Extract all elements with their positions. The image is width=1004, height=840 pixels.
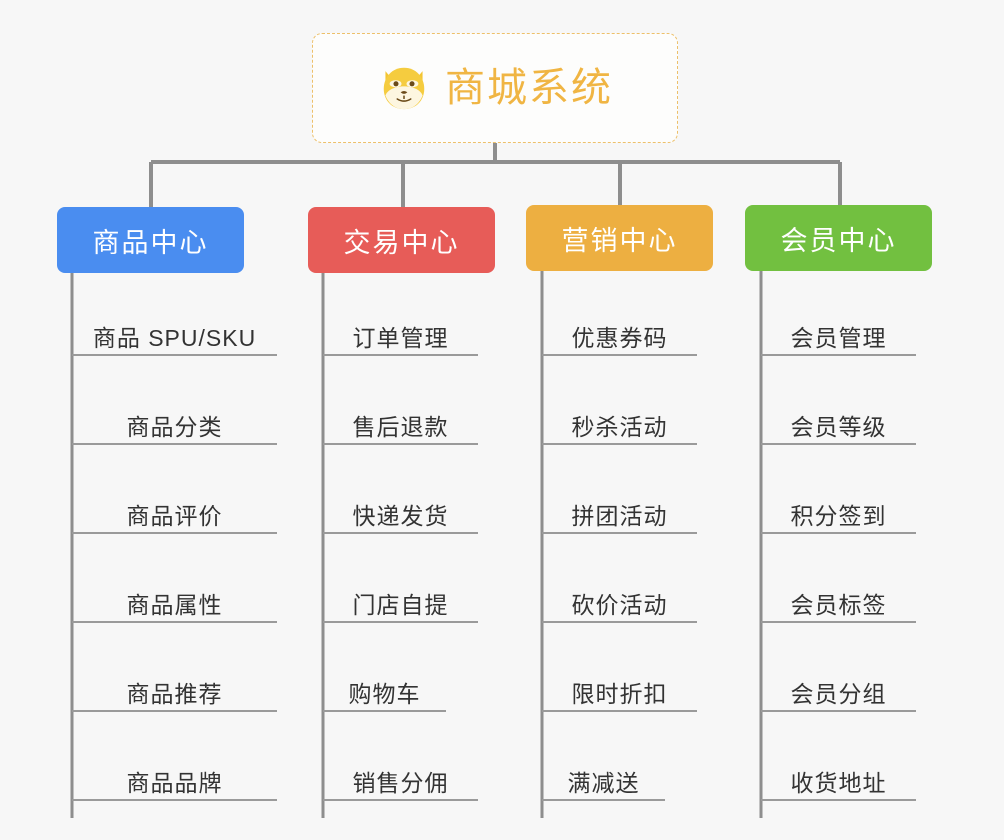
- leaf-item-label: 会员标签: [790, 591, 887, 618]
- leaf-item-label: 商品属性: [126, 591, 223, 618]
- leaf-item-label: 拼团活动: [571, 502, 668, 529]
- leaf-item[interactable]: 门店自提: [323, 583, 478, 623]
- branch-header-1[interactable]: 交易中心: [308, 207, 495, 273]
- branch-header-3[interactable]: 会员中心: [745, 205, 932, 271]
- leaf-item[interactable]: 购物车: [323, 672, 446, 712]
- root-title: 商城系统: [445, 66, 613, 110]
- leaf-item[interactable]: 会员管理: [761, 316, 916, 356]
- leaf-item-label: 购物车: [348, 680, 421, 707]
- leaf-item[interactable]: 会员等级: [761, 405, 916, 445]
- leaf-item[interactable]: 商品属性: [72, 583, 277, 623]
- branch-header-label: 交易中心: [343, 227, 460, 258]
- leaf-item[interactable]: 限时折扣: [542, 672, 697, 712]
- leaf-item-label: 砍价活动: [571, 591, 668, 618]
- leaf-item[interactable]: 售后退款: [323, 405, 478, 445]
- leaf-item[interactable]: 商品 SPU/SKU: [72, 316, 277, 356]
- branch-header-label: 会员中心: [780, 225, 897, 256]
- leaf-item-label: 满减送: [567, 769, 640, 796]
- branch-header-label: 营销中心: [561, 225, 678, 256]
- leaf-item-label: 限时折扣: [571, 680, 668, 707]
- leaf-item-label: 销售分佣: [352, 769, 449, 796]
- leaf-item[interactable]: 积分签到: [761, 494, 916, 534]
- leaf-item-label: 秒杀活动: [571, 413, 668, 440]
- leaf-item[interactable]: 会员分组: [761, 672, 916, 712]
- leaf-item-label: 积分签到: [790, 502, 887, 529]
- leaf-item-label: 会员等级: [790, 413, 887, 440]
- leaf-item[interactable]: 商品分类: [72, 405, 277, 445]
- branch-header-label: 商品中心: [92, 227, 209, 258]
- shiba-dog-face-icon: [383, 67, 425, 110]
- leaf-item[interactable]: 秒杀活动: [542, 405, 697, 445]
- leaf-item-label: 快递发货: [352, 502, 449, 529]
- branch-header-2[interactable]: 营销中心: [526, 205, 713, 271]
- branch-header-0[interactable]: 商品中心: [57, 207, 244, 273]
- leaf-item[interactable]: 会员标签: [761, 583, 916, 623]
- leaf-item[interactable]: 收货地址: [761, 761, 916, 801]
- leaf-item[interactable]: 商品评价: [72, 494, 277, 534]
- leaf-item-label: 会员分组: [790, 680, 887, 707]
- leaf-item-label: 收货地址: [790, 769, 887, 796]
- leaf-item[interactable]: 优惠券码: [542, 316, 697, 356]
- leaf-item-label: 商品分类: [126, 413, 223, 440]
- leaf-item-label: 门店自提: [352, 591, 449, 618]
- leaf-item-label: 订单管理: [352, 324, 449, 351]
- leaf-item-label: 商品品牌: [126, 769, 223, 796]
- root-node[interactable]: 商城系统: [312, 33, 678, 143]
- leaf-item-label: 商品推荐: [126, 680, 223, 707]
- leaf-item[interactable]: 满减送: [542, 761, 665, 801]
- leaf-item[interactable]: 销售分佣: [323, 761, 478, 801]
- leaf-item-label: 商品评价: [126, 502, 223, 529]
- leaf-item-label: 会员管理: [790, 324, 887, 351]
- leaf-item[interactable]: 砍价活动: [542, 583, 697, 623]
- leaf-item[interactable]: 商品品牌: [72, 761, 277, 801]
- leaf-item-label: 商品 SPU/SKU: [92, 324, 257, 351]
- leaf-item-label: 优惠券码: [571, 324, 668, 351]
- leaf-item[interactable]: 拼团活动: [542, 494, 697, 534]
- leaf-item[interactable]: 快递发货: [323, 494, 478, 534]
- leaf-item[interactable]: 订单管理: [323, 316, 478, 356]
- leaf-item-label: 售后退款: [352, 413, 449, 440]
- leaf-item[interactable]: 商品推荐: [72, 672, 277, 712]
